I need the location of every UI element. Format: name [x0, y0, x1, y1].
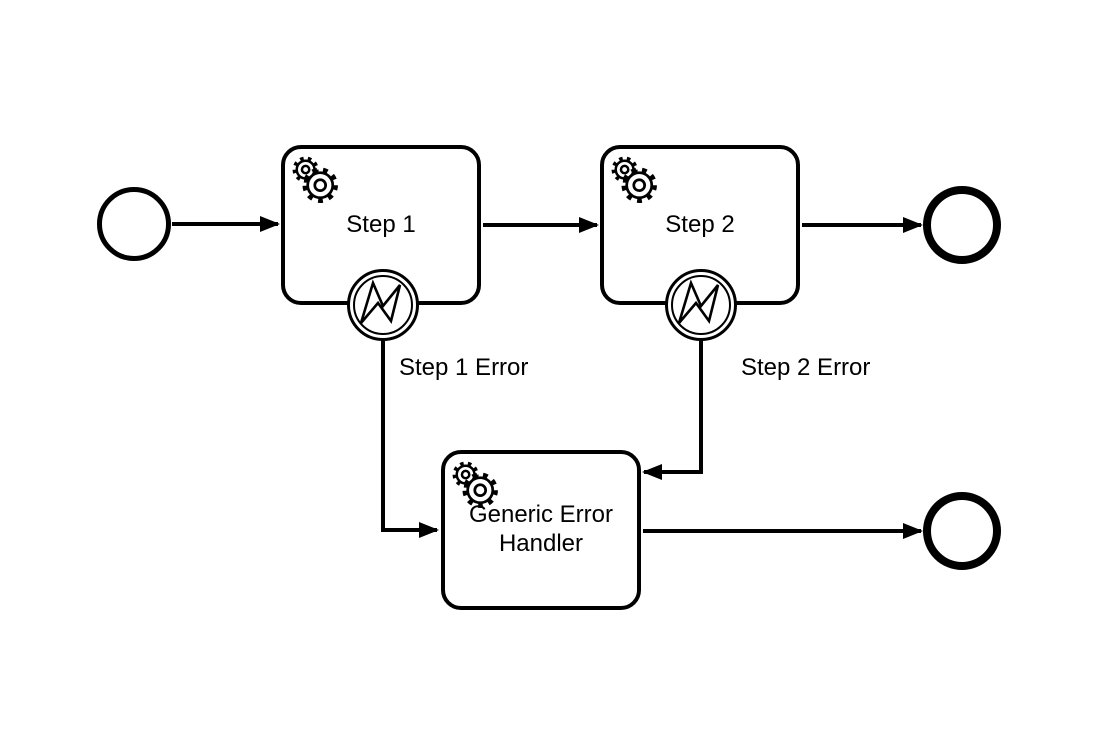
task-step2-label: Step 2 — [665, 210, 735, 238]
boundary-event-inner-circle — [671, 275, 731, 335]
flow-step1-error-to-handler[interactable] — [381, 341, 439, 538]
task-step2[interactable]: Step 2 — [600, 145, 800, 305]
flow-label-step1-error: Step 1 Error — [399, 354, 529, 381]
task-step1-label: Step 1 — [346, 210, 416, 238]
task-generic-error-handler-label: Generic Error Handler — [468, 501, 614, 557]
error-boundary-event-step1[interactable] — [347, 269, 419, 341]
error-lightning-icon — [359, 281, 402, 325]
start-event[interactable] — [97, 187, 171, 261]
task-generic-error-handler[interactable]: Generic Error Handler — [441, 450, 641, 610]
end-event-error[interactable] — [923, 492, 1001, 570]
error-lightning-icon — [677, 281, 720, 325]
error-boundary-event-step2[interactable] — [665, 269, 737, 341]
service-gears-icon — [610, 156, 658, 204]
flow-step2-error-to-handler[interactable] — [642, 341, 703, 480]
service-gears-icon — [291, 156, 339, 204]
boundary-event-inner-circle — [353, 275, 413, 335]
service-gears-icon — [451, 461, 499, 509]
flow-label-step2-error: Step 2 Error — [741, 354, 871, 381]
end-event-main[interactable] — [923, 186, 1001, 264]
